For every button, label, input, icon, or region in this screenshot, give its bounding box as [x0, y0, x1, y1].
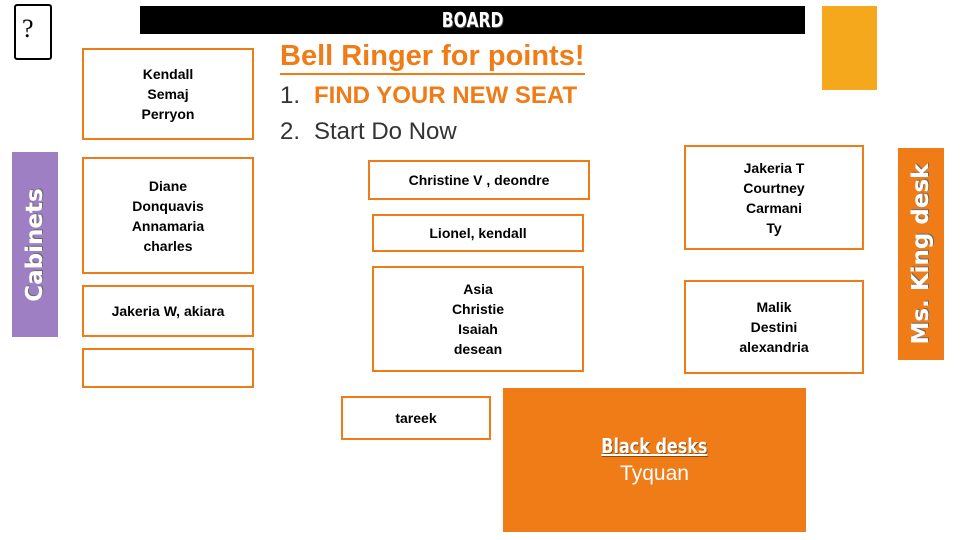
desk-christine-v-deondre: Christine V , deondre [368, 160, 590, 200]
page-title: Bell Ringer for points! [280, 40, 760, 75]
desk-tareek: tareek [341, 396, 491, 440]
ms-king-desk-block: Ms. King desk [898, 148, 944, 360]
instruction-list: 1. FIND YOUR NEW SEAT 2. Start Do Now [280, 82, 750, 154]
desk-line: charles [143, 237, 193, 254]
desk-line: Malik [756, 299, 792, 315]
cabinets-label: Cabinets [22, 187, 48, 302]
instruction-item-2-number: 2. [280, 118, 301, 145]
desk-line: Kendall [142, 66, 194, 82]
desk-line: alexandria [739, 339, 809, 355]
cabinets-block: Cabinets [12, 152, 58, 337]
desk-asia-christie-isaiah-desean: Asia Christie Isaiah desean [372, 266, 584, 372]
desk-line: Christine V , deondre [408, 172, 550, 188]
desk-line: Courtney [743, 179, 805, 196]
desk-line: Ty [766, 219, 782, 236]
desk-line: Asia [463, 281, 493, 297]
desk-diane-donquavis-annamaria-charles: Diane Donquavis Annamaria charles [82, 157, 254, 274]
instruction-item-1-text: FIND YOUR NEW SEAT [314, 82, 578, 109]
board-banner: BOARD [140, 6, 805, 34]
desk-line: Lionel, kendall [429, 225, 527, 241]
desk-lionel-kendall: Lionel, kendall [372, 214, 584, 252]
desk-line: tareek [395, 410, 437, 426]
desk-line: desean [453, 341, 503, 357]
board-banner-label: BOARD [441, 8, 504, 32]
question-mark-icon: ? [22, 14, 34, 43]
black-desks-name: Tyquan [620, 462, 689, 485]
desk-line: Destini [750, 319, 798, 335]
desk-malik-destini-alexandria: Malik Destini alexandria [684, 280, 864, 374]
desk-line: Jakeria T [743, 159, 805, 176]
instruction-item-1: 1. FIND YOUR NEW SEAT [280, 82, 750, 110]
desk-jakeria-t-courtney-carmani-ty: Jakeria T Courtney Carmani Ty [684, 145, 864, 250]
black-desks-heading: Black desks [601, 434, 708, 458]
desk-line: Diane [148, 177, 188, 194]
desk-jakeria-w-akiara: Jakeria W, akiara [82, 285, 254, 337]
desk-line: Jakeria W, akiara [111, 303, 225, 319]
desk-line: Isaiah [458, 321, 498, 337]
instruction-item-2: 2. Start Do Now [280, 118, 750, 146]
instruction-item-1-number: 1. [280, 82, 301, 109]
door-icon [14, 4, 52, 60]
ms-king-desk-label: Ms. King desk [908, 163, 934, 345]
desk-line: Perryon [141, 106, 195, 122]
desk-line: Christie [451, 301, 505, 317]
desk-empty [82, 348, 254, 388]
black-desks-block: Black desks Tyquan [503, 388, 806, 532]
desk-line: Carmani [745, 199, 802, 216]
desk-kendall-semaj-perryon: Kendall Semaj Perryon [82, 48, 254, 140]
page-title-text: Bell Ringer for points! [280, 40, 585, 75]
instruction-item-2-text: Start Do Now [314, 118, 457, 145]
desk-line: Annamaria [131, 217, 205, 234]
desk-line: Semaj [147, 86, 189, 102]
amber-block-top-right [822, 6, 877, 90]
desk-line: Donquavis [132, 197, 204, 214]
